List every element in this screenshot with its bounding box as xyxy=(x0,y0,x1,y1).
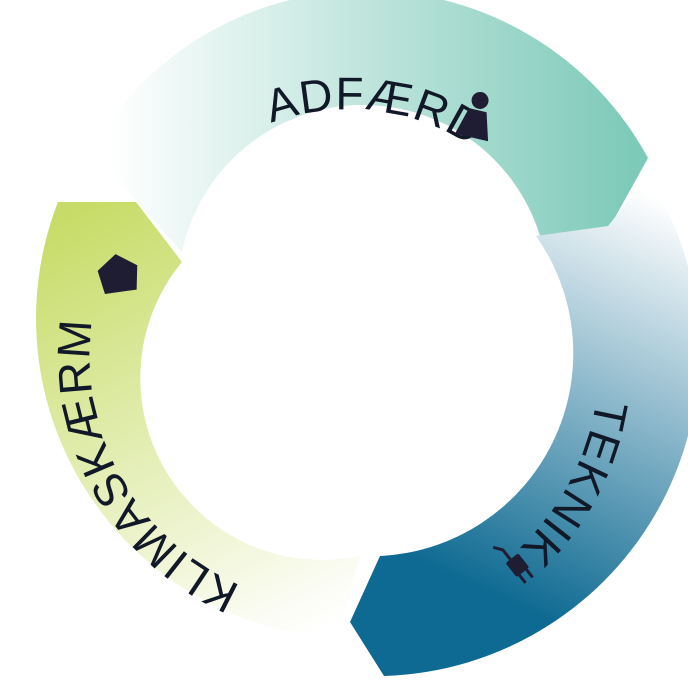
segment-klimaskaerm: KLIMASKÆRM xyxy=(36,202,361,638)
segment-teknik-band xyxy=(350,176,688,676)
segment-adfaerd-band xyxy=(90,0,648,252)
segment-adfaerd: ADFÆRD xyxy=(90,0,648,252)
segment-teknik: TEKNIK xyxy=(350,176,688,676)
person-icon xyxy=(454,91,489,142)
plug-icon xyxy=(492,545,534,584)
house-icon xyxy=(97,254,138,295)
segment-klimaskaerm-band xyxy=(36,202,361,638)
